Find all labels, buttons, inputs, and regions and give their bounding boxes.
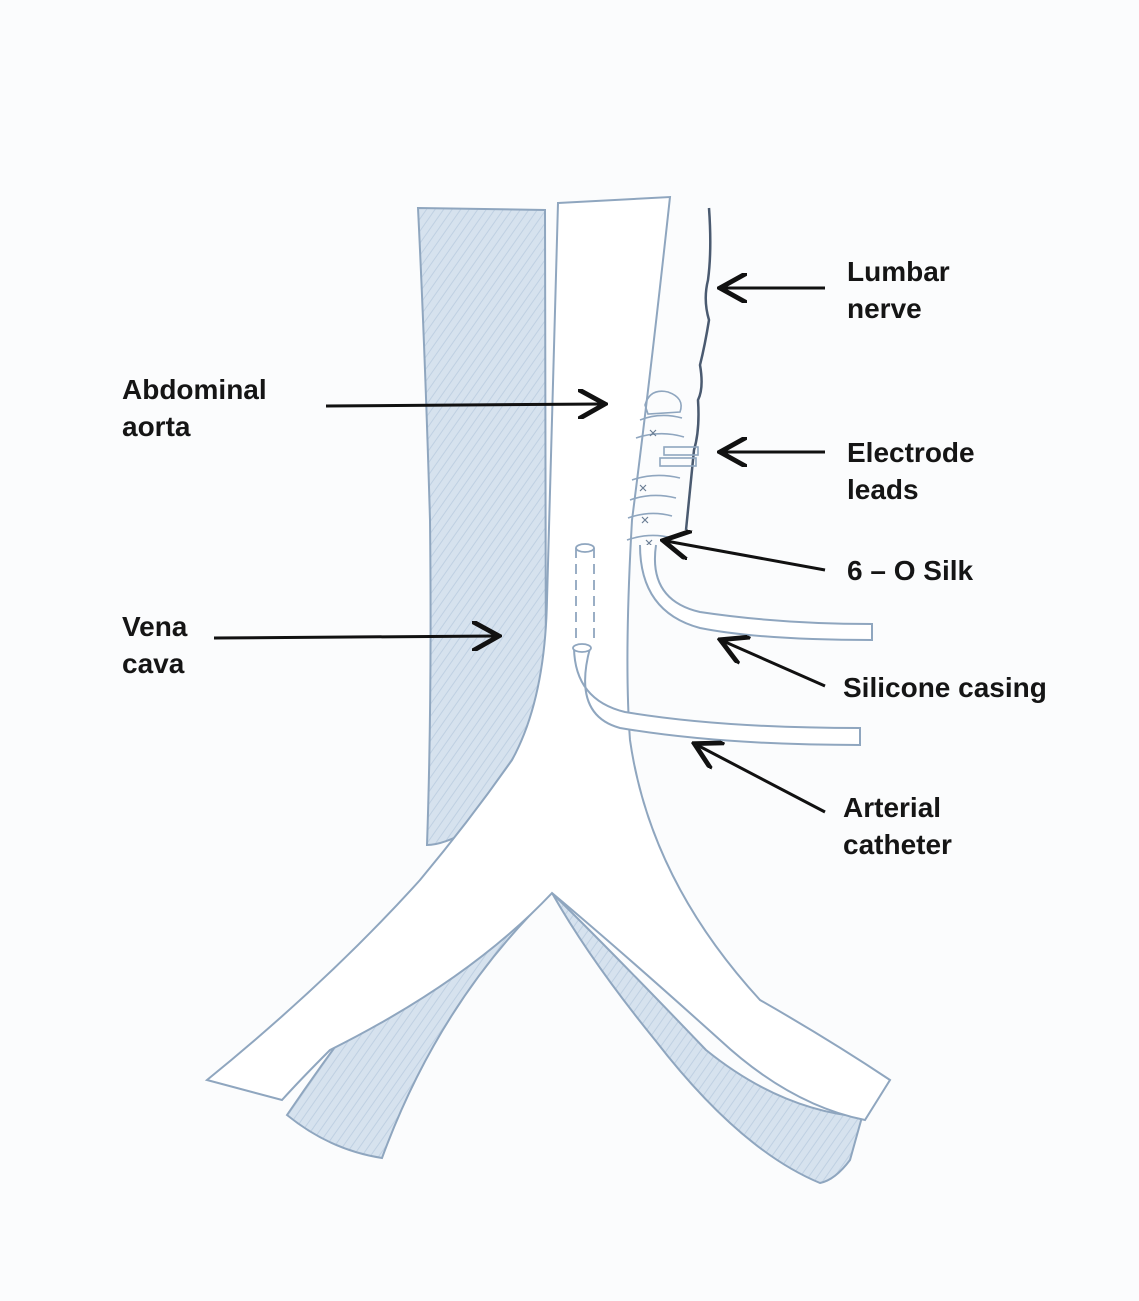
arrow-vena-cava: [214, 636, 496, 638]
label-abdominal-aorta: Abdominal aorta: [122, 371, 267, 445]
label-vena-cava: Vena cava: [122, 608, 187, 682]
label-electrode-leads: Electrode leads: [847, 434, 975, 508]
label-electrode-leads-line2: leads: [847, 471, 975, 508]
label-lumbar-nerve: Lumbar nerve: [847, 253, 950, 327]
label-silk-line1: 6 – O Silk: [847, 552, 973, 589]
label-abdominal-aorta-line2: aorta: [122, 408, 267, 445]
label-vena-cava-line1: Vena: [122, 608, 187, 645]
label-lumbar-nerve-line1: Lumbar: [847, 253, 950, 290]
silk-sutures: [640, 430, 656, 546]
arrow-arterial-catheter: [697, 745, 825, 812]
arrow-abdominal-aorta: [326, 404, 602, 406]
label-silicone-casing-line1: Silicone casing: [843, 669, 1047, 706]
lumbar-nerve: [686, 208, 710, 530]
arrow-silk: [666, 541, 825, 570]
label-lumbar-nerve-line2: nerve: [847, 290, 950, 327]
aorta-vessel: [207, 197, 890, 1120]
label-silk: 6 – O Silk: [847, 552, 973, 589]
label-abdominal-aorta-line1: Abdominal: [122, 371, 267, 408]
silicone-casing: [640, 545, 872, 640]
label-vena-cava-line2: cava: [122, 645, 187, 682]
label-arterial-catheter-line2: catheter: [843, 826, 952, 863]
label-arterial-catheter: Arterial catheter: [843, 789, 952, 863]
label-arterial-catheter-line1: Arterial: [843, 789, 952, 826]
label-silicone-casing: Silicone casing: [843, 669, 1047, 706]
label-electrode-leads-line1: Electrode: [847, 434, 975, 471]
arrow-silicone-casing: [723, 641, 825, 686]
